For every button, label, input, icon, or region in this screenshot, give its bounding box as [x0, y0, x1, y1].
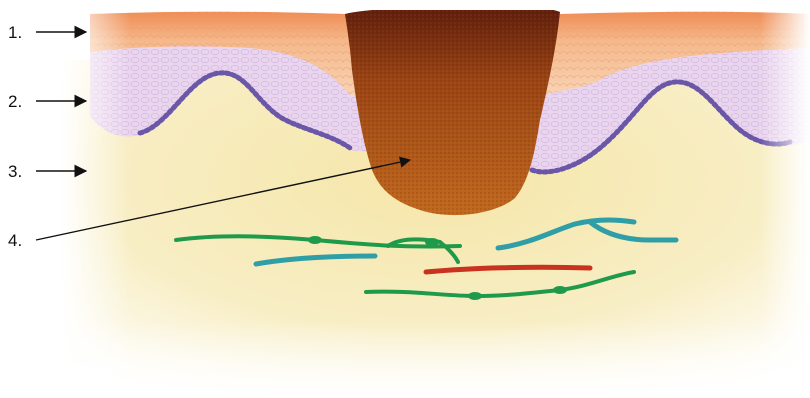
label-3: 3.	[8, 163, 22, 180]
label-2: 2.	[8, 93, 22, 110]
label-1: 1.	[8, 24, 22, 41]
nerve-node	[308, 236, 322, 244]
nerve-node	[553, 286, 567, 294]
nerve-node	[468, 292, 482, 300]
nerve-node	[425, 238, 439, 246]
label-4: 4.	[8, 232, 22, 249]
